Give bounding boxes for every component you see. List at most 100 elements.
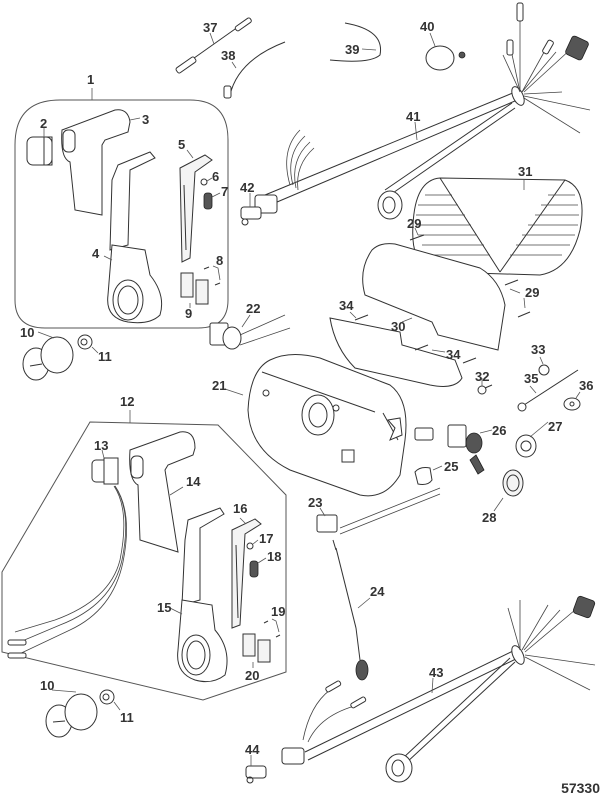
part-13-trim-switch — [7, 457, 127, 659]
part-2-cap — [26, 136, 53, 166]
callout-22: 22 — [246, 301, 260, 316]
leader-34-upper — [349, 311, 357, 319]
leader-29-upper — [414, 227, 419, 236]
leader-25 — [432, 465, 443, 471]
part-25-grommet — [414, 467, 433, 485]
leader-26 — [479, 429, 493, 434]
callout-44: 44 — [245, 742, 260, 757]
callout-16: 16 — [233, 501, 247, 516]
callout-11-lower: 11 — [120, 710, 134, 725]
part-32-screw — [477, 384, 493, 395]
callout-1: 1 — [87, 72, 94, 87]
leader-21 — [224, 388, 244, 396]
callout-17: 17 — [259, 531, 273, 546]
part-11-nut-upper — [77, 334, 93, 350]
figure-number: 57330 — [561, 780, 600, 796]
leader-37 — [209, 32, 215, 45]
part-23-lanyard-switch — [316, 487, 441, 535]
callout-2: 2 — [40, 116, 47, 131]
callout-39: 39 — [345, 42, 359, 57]
callout-4: 4 — [92, 246, 100, 261]
part-17-screw — [246, 542, 254, 550]
part-22-trim-sender — [209, 314, 291, 350]
part-30-back-plate — [329, 243, 506, 387]
leader-5 — [186, 149, 194, 159]
leader-23 — [319, 507, 326, 517]
group-1-boundary — [14, 99, 229, 329]
part-7-spring — [203, 192, 213, 210]
leader-16 — [239, 517, 247, 525]
callout-43: 43 — [429, 665, 443, 680]
leader-36 — [575, 391, 581, 399]
part-41-wiring-harness — [254, 2, 591, 220]
callout-38: 38 — [221, 48, 235, 63]
callout-29-upper: 29 — [407, 216, 421, 231]
callout-42: 42 — [240, 180, 254, 195]
callout-23: 23 — [308, 495, 322, 510]
callout-36: 36 — [579, 378, 593, 393]
leader-38 — [231, 61, 237, 69]
callout-14: 14 — [186, 474, 201, 489]
part-5-detent-bar — [179, 154, 213, 263]
part-28-nut — [502, 469, 524, 497]
callout-33: 33 — [531, 342, 545, 357]
part-34-screw-upper — [354, 314, 369, 321]
callout-31: 31 — [518, 164, 532, 179]
leader-7 — [211, 192, 221, 198]
leader-15 — [169, 607, 183, 615]
callout-34-upper: 34 — [339, 298, 354, 313]
callout-13: 13 — [94, 438, 108, 453]
leader-18 — [257, 557, 267, 564]
part-34-screws-lower — [414, 344, 477, 364]
part-19-screws — [263, 620, 281, 638]
part-33-nut — [538, 364, 550, 376]
leader-35 — [529, 385, 537, 394]
leader-10-upper — [37, 331, 55, 339]
leader-39 — [361, 48, 377, 51]
part-18-spring — [249, 560, 259, 578]
part-29-screws-lower — [504, 279, 531, 318]
callout-32: 32 — [475, 369, 489, 384]
part-40-clamp — [425, 45, 466, 71]
leader-17 — [252, 539, 259, 545]
leader-14 — [169, 486, 184, 496]
part-10-trim-ring-upper — [22, 336, 74, 381]
callout-34-lower: 34 — [446, 347, 461, 362]
callout-37: 37 — [203, 20, 217, 35]
callout-35: 35 — [524, 371, 538, 386]
leader-40 — [429, 32, 436, 47]
leader-30 — [401, 317, 413, 323]
leader-27 — [529, 421, 549, 438]
part-29-screw-upper — [409, 234, 425, 241]
callout-27: 27 — [548, 419, 562, 434]
callout-40: 40 — [420, 19, 434, 34]
part-6-screw — [200, 178, 208, 186]
callout-18: 18 — [267, 549, 281, 564]
leader-10-lower — [51, 689, 77, 693]
callout-12: 12 — [120, 394, 134, 409]
part-9-friction-blocks — [180, 272, 209, 305]
callout-11-upper: 11 — [98, 349, 112, 364]
leader-34-lower — [431, 349, 446, 353]
part-16-detent-bar — [231, 518, 262, 629]
leader-41 — [414, 121, 418, 141]
leader-24 — [357, 597, 371, 609]
part-20-friction-blocks — [242, 633, 271, 663]
part-3-handle-cover — [61, 109, 131, 216]
callout-5: 5 — [178, 137, 185, 152]
callout-20: 20 — [245, 668, 259, 683]
part-38-lead — [223, 41, 286, 99]
leader-11-upper — [91, 346, 99, 354]
leader-3 — [129, 117, 141, 121]
part-42-connector — [240, 206, 262, 226]
callout-8: 8 — [216, 253, 223, 268]
callout-19: 19 — [271, 604, 285, 619]
callout-29-lower: 29 — [525, 285, 539, 300]
callout-21: 21 — [212, 378, 226, 393]
part-36-washer — [563, 397, 581, 411]
callout-15: 15 — [157, 600, 171, 615]
leader-11-lower — [113, 701, 121, 711]
callout-26: 26 — [492, 423, 506, 438]
callout-10-lower: 10 — [40, 678, 54, 693]
